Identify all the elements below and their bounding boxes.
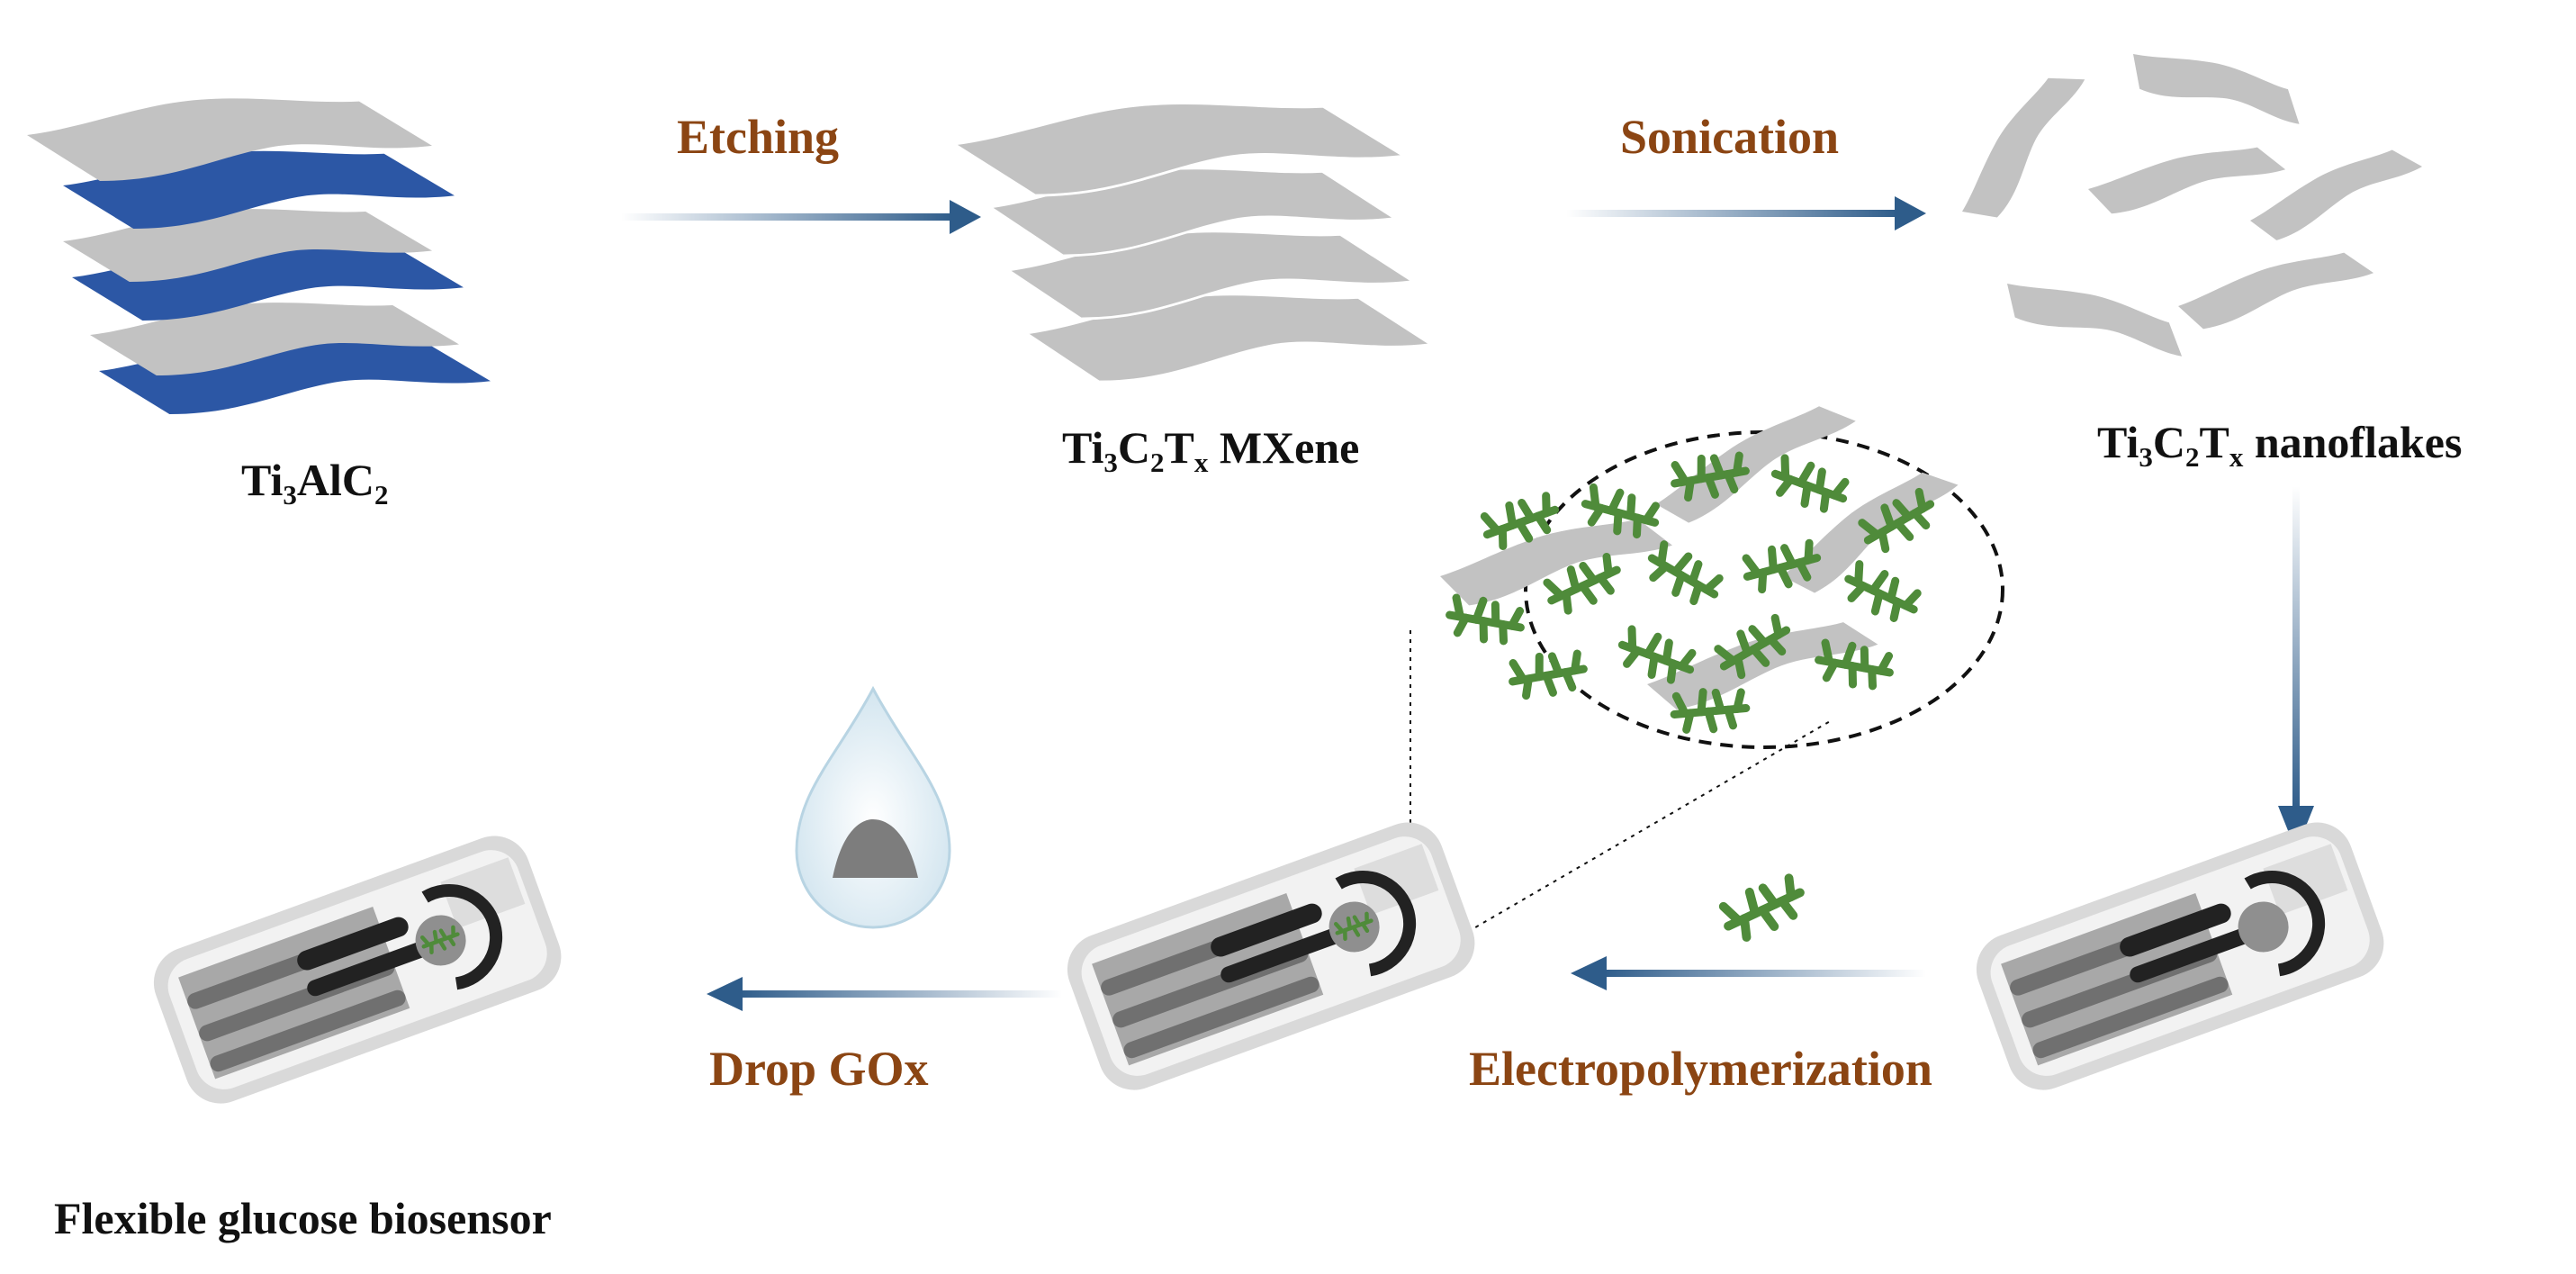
mxene-part-2: C [1117,422,1150,473]
ti3alc2-part-3: 2 [374,478,389,511]
nanoflakes-part-2: C [2152,417,2185,467]
zoom-lines [1410,630,1833,941]
arrow-sonication [1566,196,1926,230]
step-electropolymerization: Electropolymerization [1469,1042,1932,1096]
nanoflakes-part-3: 2 [2184,440,2200,473]
nanoflakes-part-0: Ti [2097,417,2139,467]
nanoflakes-icon [1945,33,2429,376]
mxene-part-6: MXene [1208,422,1360,473]
arrow-electropolymerization [1571,956,1926,990]
nanoflakes-part-4: T [2199,417,2229,467]
mxene-stack-icon [952,102,1433,384]
electrode-strip-final [144,826,572,1114]
label-biosensor: Flexible glucose biosensor [54,1193,552,1243]
nanoflakes-part-1: 3 [2139,440,2153,473]
electrode-strip-bare [1967,812,2394,1100]
ti3alc2-part-2: AlC [296,455,374,505]
electrode-strip-middle [1058,812,1485,1100]
nanoflakes-part-6: nanoflakes [2243,417,2463,467]
arrow-down [2278,486,2314,851]
droplet-icon [795,685,951,929]
mxene-part-3: 2 [1149,446,1165,478]
magnified-view-icon [1436,393,2004,749]
ti3alc2-part-1: 3 [283,478,297,511]
step-sonication: Sonication [1620,110,1840,164]
mxene-part-0: Ti [1062,422,1104,473]
step-etching: Etching [677,110,840,164]
ti3alc2-part-0: Ti [241,455,284,505]
label-ti3alc2: Ti3AlC2 [241,455,388,509]
nanoflakes-part-5: x [2229,440,2244,473]
step-drop-gox: Drop GOx [709,1042,929,1096]
arrow-etching [621,200,981,234]
layered-max-phase-icon [27,98,491,414]
polymer-icon [1719,872,1808,944]
mxene-part-1: 3 [1103,446,1118,478]
mxene-part-5: x [1193,446,1209,478]
label-mxene: Ti3C2Tx MXene [1062,422,1360,476]
label-nanoflakes: Ti3C2Tx nanoflakes [2097,417,2463,471]
arrow-drop-gox [707,977,1062,1011]
mxene-part-4: T [1164,422,1194,473]
